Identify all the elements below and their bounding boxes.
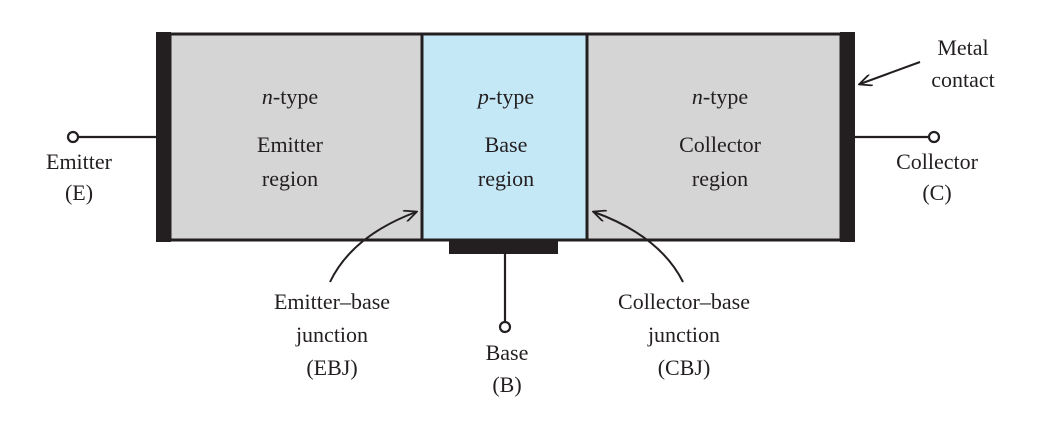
base-type-prefix: p	[477, 84, 489, 109]
emitter-region-line2: region	[261, 166, 319, 191]
collector-type-suffix: -type	[702, 84, 749, 109]
collector-metal-contact	[840, 32, 855, 242]
metal-contact-label-line2: contact	[931, 67, 995, 92]
emitter-region-type: n-type	[262, 84, 318, 110]
collector-terminal-name: Collector	[896, 149, 978, 174]
emitter-metal-contact	[156, 32, 171, 242]
base-type-suffix: -type	[488, 84, 535, 109]
base-region	[420, 32, 589, 242]
collector-type-prefix: n	[691, 84, 703, 109]
base-terminal-name: Base	[485, 340, 529, 365]
collector-terminal	[927, 130, 941, 144]
ebj-label-line2: junction	[295, 322, 369, 347]
collector-region-line1: Collector	[679, 132, 761, 157]
base-metal-contact	[449, 240, 558, 254]
emitter-region	[168, 32, 424, 242]
base-region-type: p-type	[478, 84, 534, 110]
collector-region	[585, 32, 843, 242]
collector-terminal-symbol: (C)	[922, 180, 952, 205]
emitter-region-line1: Emitter	[257, 132, 323, 157]
emitter-type-prefix: n	[261, 84, 273, 109]
emitter-type-suffix: -type	[272, 84, 319, 109]
ebj-arrow	[329, 212, 416, 283]
base-region-line1: Base	[484, 132, 528, 157]
emitter-terminal-symbol: (E)	[64, 180, 94, 205]
collector-region-line2: region	[691, 166, 749, 191]
ebj-label-line1: Emitter–base	[273, 289, 391, 314]
emitter-terminal-name: Emitter	[46, 149, 112, 174]
base-terminal-symbol: (B)	[492, 372, 522, 397]
cbj-label-line1: Collector–base	[618, 289, 750, 314]
metal-contact-arrow	[860, 61, 921, 84]
collector-region-type: n-type	[692, 84, 748, 110]
cbj-arrow	[594, 212, 684, 283]
metal-contact-label-line1: Metal	[937, 35, 989, 60]
base-terminal	[498, 320, 512, 334]
emitter-terminal	[66, 130, 80, 144]
cbj-label-line2: junction	[647, 322, 721, 347]
ebj-label-line3: (EBJ)	[306, 355, 358, 380]
cbj-label-line3: (CBJ)	[657, 355, 711, 380]
base-region-line2: region	[477, 166, 535, 191]
